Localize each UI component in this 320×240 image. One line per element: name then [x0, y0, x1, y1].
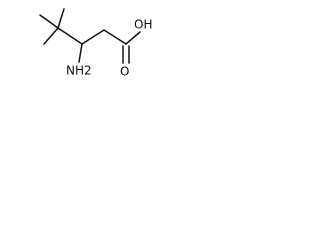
bond-ch-to-ch2	[81, 29, 105, 45]
bond-ch-to-amine	[78, 43, 83, 63]
bond-ch2-to-carboxyl-carbon	[103, 29, 127, 45]
bond-methyl-top	[57, 8, 65, 29]
bond-quaternary-carbon-to-ch	[57, 27, 83, 45]
bond-carboxyl-to-hydroxyl	[125, 31, 141, 45]
bond-methyl-lower-left	[43, 27, 59, 45]
hydroxyl-label: OH	[134, 18, 152, 32]
carbonyl-oxygen-label: O	[120, 65, 129, 79]
amine-label: NH2	[66, 64, 92, 78]
bond-methyl-left	[39, 14, 59, 29]
skeletal-structure: NH2 OH O	[39, 8, 152, 79]
